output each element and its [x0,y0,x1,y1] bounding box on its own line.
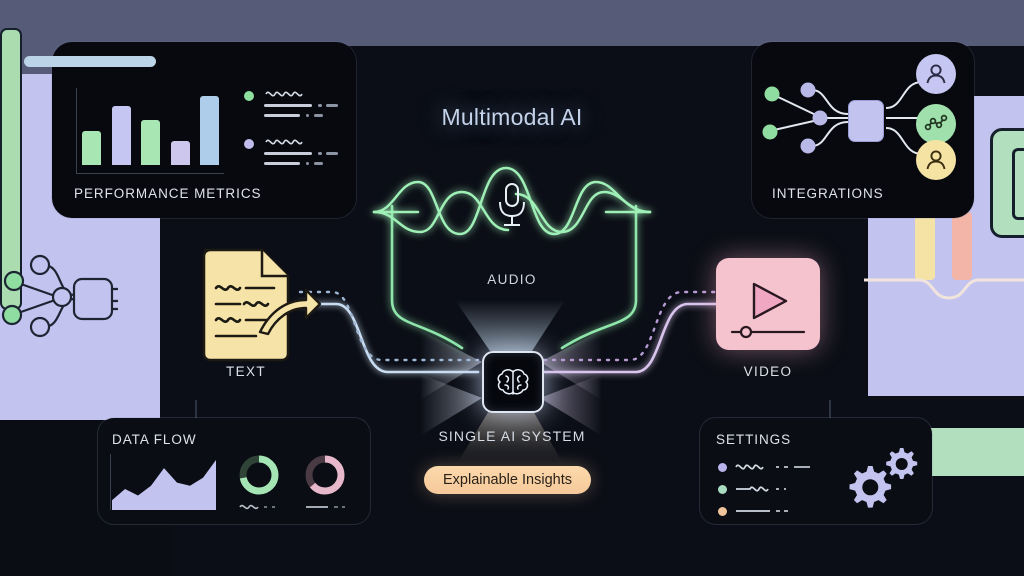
background-right-bar-yellow [915,212,935,280]
bar-5 [200,96,220,165]
donut-pink-caption [306,506,345,508]
settings-row-3[interactable] [718,502,838,524]
integrations-label: INTEGRATIONS [772,186,884,201]
microphone-icon [499,183,525,226]
legend-dot [244,139,254,149]
user-icon [926,150,946,170]
legend-dash [306,114,309,117]
donut-pink [305,455,345,495]
performance-bar-chart [76,85,224,175]
legend-squiggle [265,91,303,97]
area-series [112,460,216,510]
performance-title-bar [24,56,156,67]
bar-1 [82,131,101,165]
user-avatar-lavender[interactable] [916,54,956,94]
background-node-graph [1,254,118,338]
settings-row-1[interactable] [718,458,838,480]
donut-green-caption [239,504,275,510]
settings-row-dot [718,507,727,516]
performance-chart-y-axis [76,88,77,174]
settings-row-dot [718,485,727,494]
legend-dash [314,162,323,165]
page-title: Multimodal AI [441,104,583,130]
brain-hub[interactable] [482,351,544,413]
donut-value [305,455,345,495]
settings-row-dot [718,463,727,472]
data-flow-area-chart [112,460,216,510]
settings-rows [718,458,838,524]
settings-row-line [736,510,788,512]
background-right-green-inner [1012,148,1024,220]
bar-2 [111,105,131,165]
donut-value [239,455,279,495]
legend-line [264,162,300,165]
legend-dash [326,152,338,155]
settings-row-line [736,486,786,492]
graph-icon [924,114,948,131]
user-avatar-yellow[interactable] [916,140,956,180]
legend-squiggle [265,139,303,145]
performance-chart-x-axis [76,173,224,174]
legend-line [264,152,312,155]
user-icon [926,64,946,84]
legend-entry-2 [244,136,348,172]
data-flow-label: DATA FLOW [112,432,197,447]
settings-label: SETTINGS [716,432,792,447]
waveform-icon [372,166,652,236]
background-top-band [0,0,1024,46]
legend-line [264,104,312,107]
performance-legend [244,88,348,184]
system-label: SINGLE AI SYSTEM [438,428,586,444]
audio-label: AUDIO [487,272,537,287]
text-arrow-icon [258,288,322,336]
legend-dash [318,104,322,107]
analytics-avatar-green[interactable] [916,104,956,144]
legend-line [264,114,300,117]
performance-metrics-label: PERFORMANCE METRICS [74,186,262,201]
legend-entry-1 [244,88,348,124]
video-player-icon[interactable] [716,258,820,350]
bar-3 [141,120,161,165]
integration-hub[interactable] [848,100,884,142]
bar-4 [170,141,190,165]
donut-green [239,455,279,495]
background-right-bar-pink [952,212,972,280]
data-flow-y-axis [110,454,111,510]
legend-dash [306,162,309,165]
legend-dash [318,152,322,155]
settings-row-line [735,464,810,470]
background-right-wave [864,278,1024,300]
explainable-insights-badge[interactable]: Explainable Insights [424,466,591,494]
text-label: TEXT [226,364,266,379]
legend-dash [326,104,338,107]
legend-dash [314,114,323,117]
video-label: VIDEO [743,364,793,379]
gear-icon[interactable] [844,444,918,510]
settings-row-2[interactable] [718,480,838,502]
brain-icon [497,369,529,395]
legend-dot [244,91,254,101]
